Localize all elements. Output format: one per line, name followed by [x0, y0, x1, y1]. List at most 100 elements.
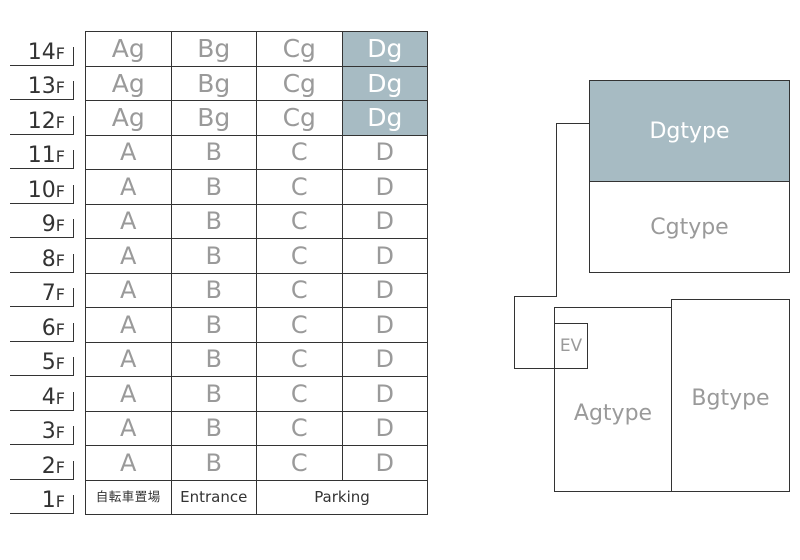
unit-cell: D — [341, 410, 428, 446]
plan-outline-segment — [556, 123, 590, 124]
unit-cell: D — [341, 445, 428, 481]
floor-suffix: F — [55, 319, 65, 339]
floor-number: 9 — [41, 212, 56, 237]
unit-cell: B — [170, 341, 257, 377]
unit-cell: Cg — [256, 100, 343, 136]
floor-tick — [73, 426, 74, 444]
floor-label: 8F — [10, 239, 74, 273]
unit-cell: Cg — [256, 31, 343, 67]
floor-tick — [73, 46, 74, 65]
floor-label: 12F — [10, 101, 74, 135]
unit-cell: B — [170, 272, 257, 308]
unit-cell: B — [170, 376, 257, 412]
unit-cell: D — [341, 376, 428, 412]
unit-cell: Dg — [341, 100, 428, 136]
unit-cell: D — [341, 203, 428, 239]
plan-unit-dgtype: Dgtype — [589, 80, 790, 182]
unit-cell: B — [170, 445, 257, 481]
floor-number: 12 — [27, 108, 56, 134]
unit-cell: B — [170, 169, 257, 205]
unit-cell: D — [341, 238, 428, 274]
floor-suffix: F — [55, 43, 65, 63]
unit-cell: C — [256, 238, 343, 274]
unit-cell: C — [256, 272, 343, 308]
unit-cell: D — [341, 169, 428, 205]
unit-cell: Bg — [170, 100, 257, 136]
floor-label: 10F — [10, 170, 74, 204]
unit-cell: C — [256, 134, 343, 170]
floor-label: 6F — [10, 308, 74, 342]
unit-cell: B — [170, 410, 257, 446]
plan-unit-agtype-label: Agtype — [573, 401, 653, 426]
bicycle-parking-cell: 自転車置場 — [85, 479, 172, 515]
parking-cell: Parking — [256, 479, 428, 515]
floor-suffix: F — [55, 423, 65, 442]
floor-number: 11 — [27, 143, 56, 168]
floor-label: 5F — [10, 342, 74, 376]
unit-cell: C — [256, 169, 343, 205]
unit-cell: Ag — [85, 31, 172, 67]
floor-tick — [73, 460, 74, 479]
floor-tick — [73, 495, 74, 513]
plan-unit-agtype: Agtype — [554, 307, 672, 492]
plan-unit-bgtype-label: Bgtype — [691, 385, 770, 411]
floor-tick — [73, 322, 74, 341]
unit-cell: B — [170, 238, 257, 274]
floor-suffix: F — [55, 285, 65, 304]
unit-cell: B — [170, 134, 257, 170]
floor-tick — [73, 391, 74, 410]
plan-elevator-label: EV — [559, 336, 583, 356]
unit-cell: A — [85, 134, 172, 170]
unit-cell: Ag — [85, 65, 172, 101]
floor-number: 13 — [27, 74, 56, 99]
unit-cell: A — [85, 341, 172, 377]
unit-cell: A — [85, 376, 172, 412]
plan-unit-cgtype: Cgtype — [589, 181, 790, 273]
unit-cell: D — [341, 341, 428, 377]
floor-label: 4F — [10, 377, 74, 411]
unit-cell: Cg — [256, 65, 343, 101]
floor-label: 14F — [10, 32, 74, 66]
unit-cell: Dg — [341, 31, 428, 67]
floor-number: 4 — [41, 384, 56, 410]
floor-number: 7 — [41, 281, 56, 306]
plan-unit-dgtype-label: Dgtype — [649, 118, 730, 144]
unit-cell: Bg — [170, 65, 257, 101]
plan-outline-segment — [514, 368, 555, 369]
floor-label: 7F — [10, 273, 74, 307]
unit-cell: A — [85, 445, 172, 481]
floor-number: 5 — [41, 350, 56, 375]
floor-number: 6 — [41, 315, 56, 341]
floor-number: 2 — [41, 453, 56, 479]
floor-suffix: F — [55, 492, 65, 511]
floor-tick — [73, 150, 74, 168]
floor-label: 9F — [10, 204, 74, 238]
floor-suffix: F — [55, 78, 65, 97]
floor-suffix: F — [55, 250, 65, 270]
unit-cell: C — [256, 376, 343, 412]
floor-tick — [73, 357, 74, 375]
floor-number: 14 — [27, 39, 56, 65]
floor-tick — [73, 81, 74, 99]
floor-suffix: F — [55, 457, 65, 477]
floor-number: 3 — [41, 419, 56, 444]
plan-unit-bgtype: Bgtype — [671, 299, 790, 492]
unit-cell: A — [85, 203, 172, 239]
floor-number: 1 — [41, 488, 56, 513]
unit-cell: C — [256, 341, 343, 377]
unit-cell: Ag — [85, 100, 172, 136]
floor-suffix: F — [55, 147, 65, 166]
floor-suffix: F — [55, 216, 65, 235]
unit-cell: C — [256, 410, 343, 446]
floor-suffix: F — [55, 112, 65, 132]
floor-label: 3F — [10, 411, 74, 445]
unit-cell: A — [85, 238, 172, 274]
entrance-cell: Entrance — [170, 479, 257, 515]
plan-outline-segment — [514, 296, 515, 369]
unit-cell: D — [341, 134, 428, 170]
unit-cell: A — [85, 307, 172, 343]
unit-cell: Dg — [341, 65, 428, 101]
floor-label: 13F — [10, 66, 74, 100]
floor-number: 10 — [27, 177, 56, 203]
plan-elevator: EV — [554, 323, 588, 369]
